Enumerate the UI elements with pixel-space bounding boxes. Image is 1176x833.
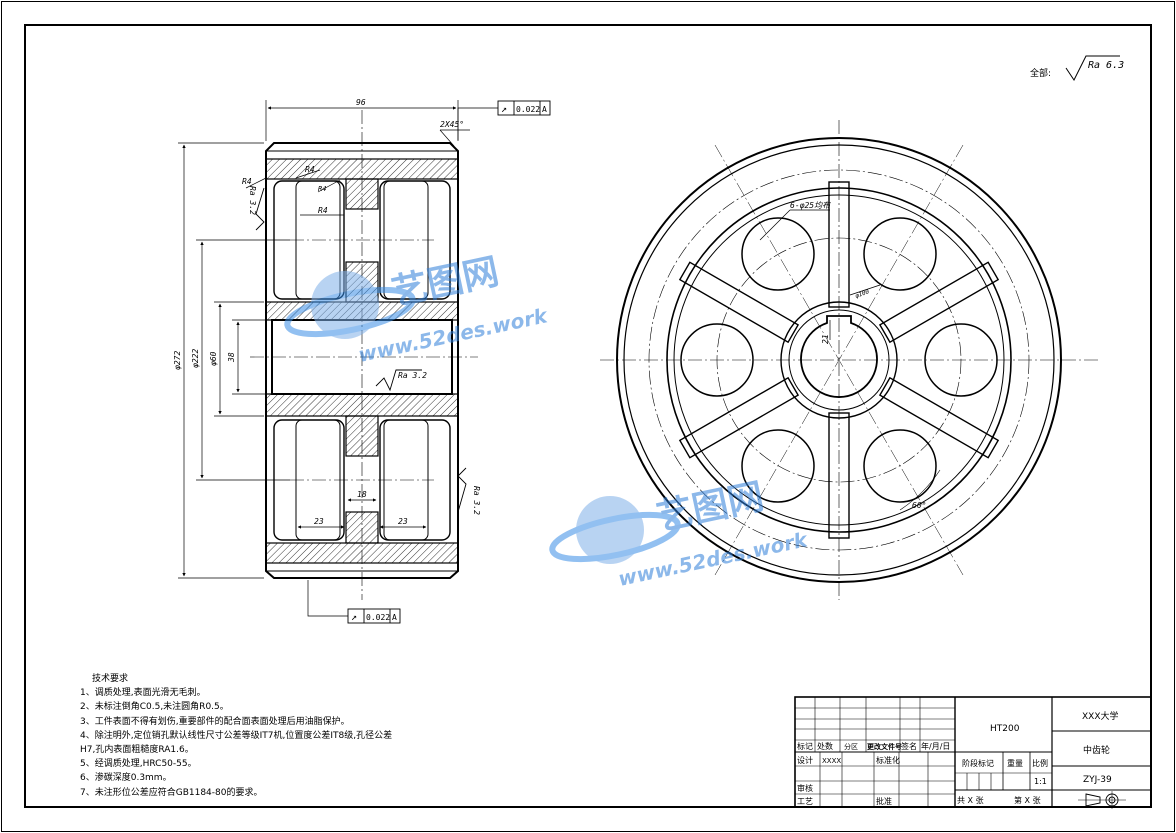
tb-drawing-no: ZYJ-39 [1083,775,1112,785]
tol-bottom-datum: A [392,613,397,622]
dim-r2: R4 [305,165,315,174]
roughness-prefix: 全部: [1030,67,1051,79]
tb-header-5: 年/月/日 [921,741,950,751]
note-item: 2、未标注倒角C0.5,未注圆角R0.5。 [80,702,229,713]
front-view [600,120,1100,600]
note-item: H7,孔内表面粗糙度RA1.6。 [80,745,194,756]
general-roughness: 全部: Ra 6.3 [1030,55,1124,81]
dim-hub-dia: φ60 [209,351,218,366]
dim-pcd: φ100 [854,288,870,300]
title-block-texts: HT200 XXX大学 中齿轮 ZYJ-39 标记 处数 分区 更改文件号 签名… [797,710,1119,806]
tol-top-datum: A [542,105,547,114]
tb-header-0: 标记 [797,741,813,751]
tb-approve: 批准 [876,796,892,806]
tb-sheet: 第 X 张 [1014,795,1041,805]
tb-process: 工艺 [797,797,813,806]
section-dimensions [178,100,498,617]
roughness-right: Ra 3.2 [472,486,481,515]
roughness-bore: Ra 3.2 [398,371,427,380]
note-item: 5、经调质处理,HRC50-55。 [80,759,197,770]
dim-outer-dia: φ272 [173,351,182,370]
tb-standard: 标准化 [876,755,900,765]
tb-review: 审核 [797,783,813,793]
note-item: 4、除注明外,定位销孔默认线性尺寸公差等级IT7机,位置度公差IT8级,孔径公差 [80,730,393,741]
tb-part-name: 中齿轮 [1083,744,1110,756]
tb-material: HT200 [990,724,1020,734]
dim-inner-dia: φ222 [191,349,200,368]
note-item: 3、工件表面不得有划伤,重要部件的配合面表面处理后用油脂保护。 [80,716,350,727]
dim-holes: 6-φ25均布 [790,201,831,210]
tb-designer: XXXX [822,757,841,765]
tb-weight: 重量 [1007,758,1023,768]
dim-rim-right: 23 [398,517,408,526]
title-block [794,696,1152,809]
tb-header-3: 更改文件号 [867,742,902,751]
watermark-2: 艺图网 www.52des.work [549,476,811,591]
roughness-general-text: Ra 6.3 [1088,60,1124,71]
tolerance-frame-bottom: ↗ 0.022 A [347,608,401,624]
dim-chamfer: 2X45° [440,120,464,129]
watermark-2-site: www.52des.work [616,527,811,591]
tb-header-1: 处数 [817,741,833,751]
technical-notes: 技术要求 1、调质处理,表面光滑无毛刺。 2、未标注倒角C0.5,未注圆角R0.… [80,672,500,800]
dim-r3: R4 [318,185,326,193]
tol-top-value: 0.022 [516,105,540,114]
note-item: 6、渗碳深度0.3mm。 [80,773,172,784]
tb-header-4: 签名 [901,741,917,751]
watermark-2-brand: 艺图网 [653,476,767,539]
note-item: 7、未注形位公差应符合GB1184-80的要求。 [80,787,263,798]
tol-bottom-value: 0.022 [366,613,390,622]
tol-bottom-symbol: ↗ [351,612,357,623]
dim-rim-left: 23 [314,517,324,526]
tol-top-symbol: ↗ [501,104,507,115]
tb-school: XXX大学 [1082,710,1119,722]
dim-angle: 60° [912,501,926,510]
tolerance-frame-top: ↗ 0.022 A [497,100,551,116]
notes-title: 技术要求 [92,674,129,684]
dim-r1: R4 [242,177,252,186]
tb-stage: 阶段标记 [962,758,994,768]
tb-total: 共 X 张 [957,796,984,805]
dim-r4: R4 [318,206,328,215]
note-item: 1、调质处理,表面光滑无毛刺。 [80,688,206,699]
section-roughness [255,187,467,513]
tb-design: 设计 [797,755,813,765]
dim-keyway: 21 [821,334,830,344]
tb-scale: 1:1 [1034,777,1047,786]
dim-web: 18 [357,490,367,499]
dim-bore: 38 [227,352,236,363]
dim-width: 96 [356,98,366,107]
tb-scale-label: 比例 [1032,758,1048,768]
tb-header-2: 分区 [844,742,858,751]
roughness-left: Ra 3.2 [248,186,257,215]
section-dimension-texts: 96 2X45° φ272 φ222 φ60 38 18 23 23 R4 R4… [173,98,481,526]
front-dimension-texts: 6-φ25均布 φ100 21 60° [790,201,926,510]
